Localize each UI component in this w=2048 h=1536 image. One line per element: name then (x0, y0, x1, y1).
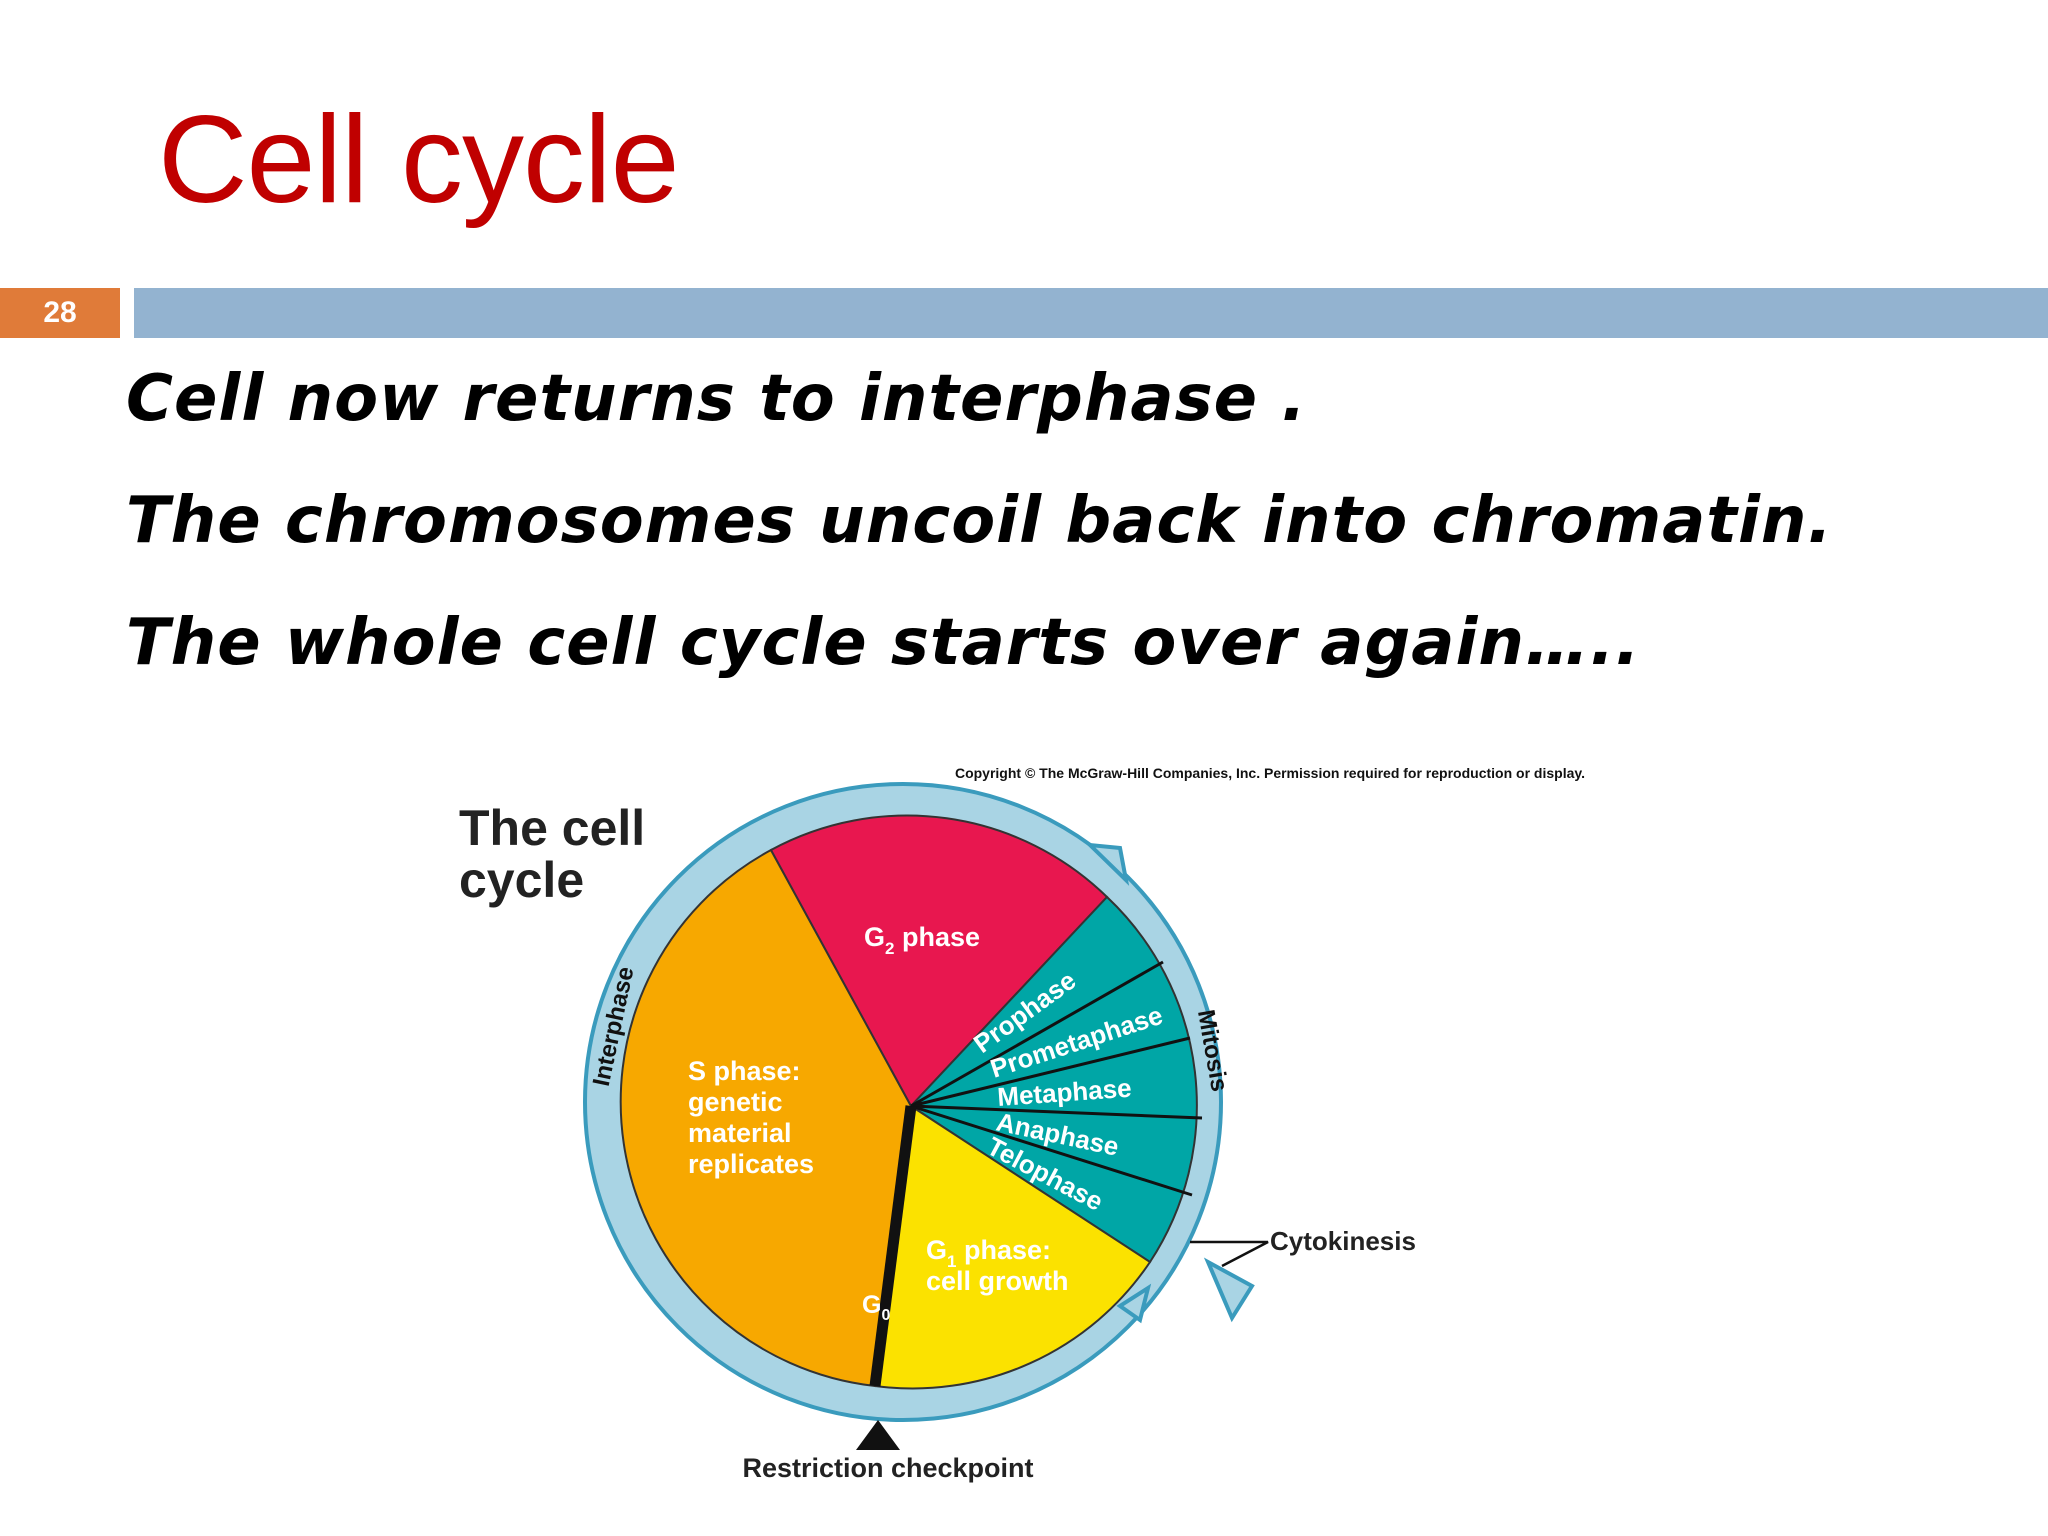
g0-line (869, 1105, 917, 1387)
g1-phase-label-2: cell growth (926, 1266, 1069, 1296)
g1-phase-label: G1 phase: (926, 1235, 1051, 1271)
svg-text:material: material (688, 1118, 792, 1148)
mitosis-dividers (910, 960, 1203, 1197)
body-line-3: The whole cell cycle starts over again….… (126, 606, 1641, 680)
svg-text:S phase:: S phase: (688, 1056, 801, 1086)
g2-phase-label: G2 phase (864, 922, 980, 958)
cytokinesis-label: Cytokinesis (1270, 1226, 1416, 1256)
restriction-checkpoint-label: Restriction checkpoint (742, 1453, 1033, 1483)
g1-phase-wedge (873, 1104, 1152, 1390)
header-rule (134, 288, 2048, 338)
g0-label: G0 (862, 1291, 890, 1324)
ring-arrow-top (1084, 842, 1130, 886)
slide-number: 28 (0, 288, 120, 338)
s-phase-wedge (619, 848, 913, 1388)
slide-title: Cell cycle (158, 91, 680, 229)
checkpoint-marker (856, 1420, 900, 1450)
mitosis-wedge (909, 895, 1198, 1264)
cytokinesis-arrow (1203, 1257, 1255, 1323)
ring-arrow-lower (1116, 1283, 1152, 1324)
diagram-title-2: cycle (459, 852, 584, 908)
g2-phase-wedge (769, 814, 1109, 1108)
svg-text:replicates: replicates (688, 1149, 814, 1179)
svg-text:genetic: genetic (688, 1087, 783, 1117)
body-line-1: Cell now returns to interphase . (126, 362, 1307, 436)
diagram-title-1: The cell (459, 800, 645, 856)
s-phase-label: S phase: genetic material replicates (688, 1056, 814, 1179)
body-line-2: The chromosomes uncoil back into chromat… (126, 484, 1833, 558)
cytokinesis-pointer (1190, 1240, 1269, 1268)
copyright-note: Copyright © The McGraw-Hill Companies, I… (955, 765, 1585, 781)
